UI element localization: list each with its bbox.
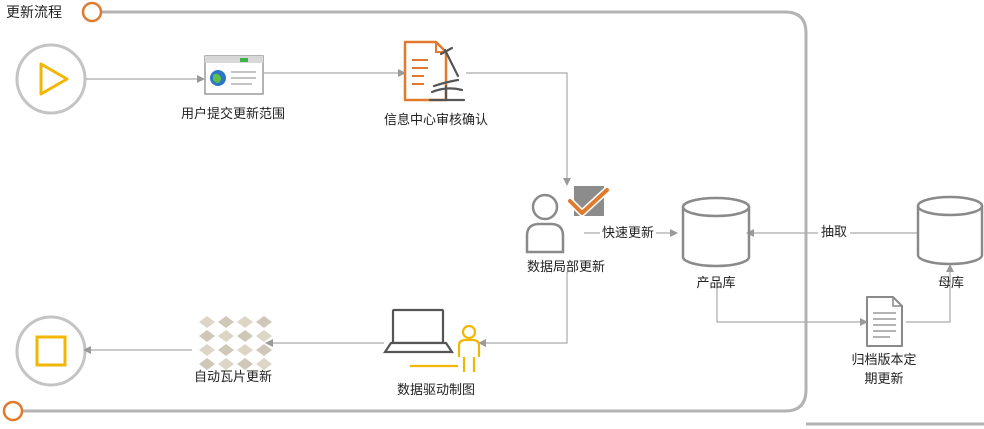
archive-document-icon xyxy=(866,296,903,347)
master-database-icon xyxy=(916,195,984,266)
tile xyxy=(199,358,215,370)
microscope-icon xyxy=(428,46,466,102)
connectors xyxy=(86,72,951,351)
user-figure-icon xyxy=(410,324,481,372)
tile xyxy=(218,316,234,328)
archive-label-line2: 期更新 xyxy=(864,372,904,387)
play-icon xyxy=(39,62,69,96)
tile xyxy=(256,316,272,328)
step-review-label: 信息中心审核确认 xyxy=(383,113,489,128)
check-badge-icon xyxy=(566,186,611,217)
tile xyxy=(237,316,253,328)
product-database-icon xyxy=(681,196,751,268)
tile xyxy=(218,344,234,356)
tile xyxy=(218,358,234,370)
frame-end-marker xyxy=(2,400,24,422)
tile xyxy=(256,358,272,370)
review-document-icon xyxy=(403,40,448,102)
step-auto-tile-update-label: 自动瓦片更新 xyxy=(193,370,273,385)
arrowheads xyxy=(83,69,954,354)
end-node xyxy=(15,315,87,387)
step-data-driven-mapping-label: 数据驱动制图 xyxy=(396,383,476,398)
tile xyxy=(199,316,215,328)
extract-label: 抽取 xyxy=(818,225,851,241)
step-partial-update-label: 数据局部更新 xyxy=(526,260,606,275)
tile xyxy=(237,358,253,370)
page-title: 更新流程 xyxy=(6,5,62,21)
tile xyxy=(237,344,253,356)
browser-window-icon xyxy=(204,55,264,95)
person-icon xyxy=(525,193,565,254)
tile-grid-icon xyxy=(199,316,272,370)
tile xyxy=(199,344,215,356)
laptop-icon xyxy=(382,308,455,354)
frame-start-marker xyxy=(81,1,103,23)
start-node xyxy=(15,43,87,115)
tile xyxy=(199,330,215,342)
tile xyxy=(256,344,272,356)
tile xyxy=(256,330,272,342)
master-db-label: 母库 xyxy=(937,276,965,291)
stop-icon xyxy=(35,335,67,367)
product-db-label: 产品库 xyxy=(696,276,736,291)
quick-update-label: 快速更新 xyxy=(600,226,657,242)
tile xyxy=(237,330,253,342)
process-frame xyxy=(14,10,808,413)
step-submit-scope-label: 用户提交更新范围 xyxy=(180,107,286,122)
archive-label-line1: 归档版本定 xyxy=(851,353,917,368)
tile xyxy=(218,330,234,342)
